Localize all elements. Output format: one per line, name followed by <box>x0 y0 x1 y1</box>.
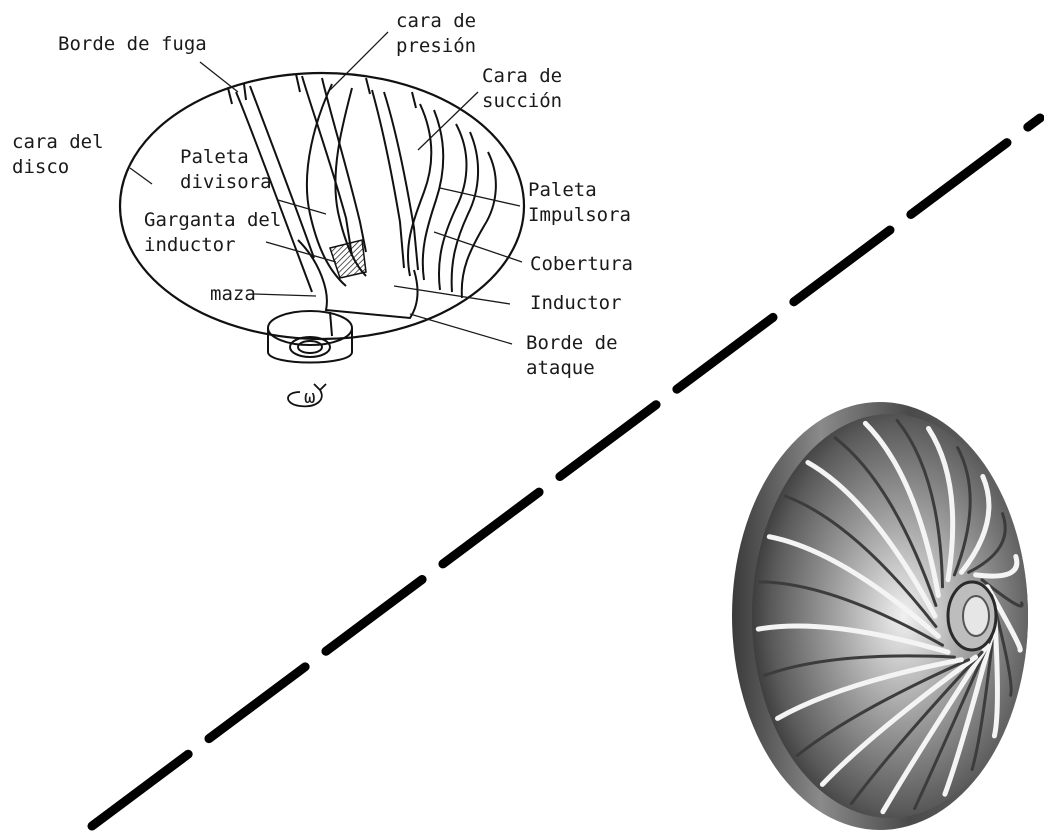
label-paleta-divisora-1: Paleta <box>180 146 249 168</box>
leader-cara-disco <box>130 168 152 184</box>
rotation-arrow-icon: ω <box>288 384 326 408</box>
inductor-throat-hatch <box>330 240 366 278</box>
leader-cara-presion <box>330 32 388 90</box>
label-borde-de-ataque-2: ataque <box>526 357 595 379</box>
leader-borde-ataque <box>410 314 512 344</box>
label-cobertura: Cobertura <box>530 253 633 275</box>
label-garganta-del-inductor-1: Garganta del <box>144 209 281 231</box>
label-paleta-impulsora-1: Paleta <box>528 179 597 201</box>
impeller-photo <box>732 402 1028 830</box>
label-paleta-divisora-2: divisora <box>180 171 272 193</box>
blade-2 <box>302 76 366 256</box>
label-cara-de-presion-1: cara de <box>396 10 476 32</box>
label-garganta-del-inductor-2: inductor <box>144 234 236 256</box>
leader-paleta-impulsora <box>440 188 520 206</box>
leader-borde-fuga <box>200 62 238 92</box>
label-borde-de-fuga: Borde de fuga <box>58 33 207 55</box>
leader-maza <box>254 294 316 296</box>
label-inductor: Inductor <box>530 292 622 314</box>
label-cara-de-succion-2: succión <box>482 90 562 112</box>
label-cara-del-disco-1: cara del <box>12 131 104 153</box>
labels: Borde de fuga cara de presión Cara de su… <box>12 10 633 379</box>
label-cara-de-presion-2: presión <box>396 35 476 57</box>
label-paleta-impulsora-2: Impulsora <box>528 204 631 226</box>
label-borde-de-ataque-1: Borde de <box>526 332 618 354</box>
impeller-diagram: ω Borde de fuga cara de presión Cara de … <box>12 10 633 408</box>
label-cara-de-succion-1: Cara de <box>482 65 562 87</box>
leader-paleta-divisora <box>278 200 326 214</box>
label-maza: maza <box>210 283 256 305</box>
leader-garganta <box>266 242 336 262</box>
blade-5 <box>439 124 478 292</box>
disc-outline <box>120 73 524 339</box>
label-cara-del-disco-2: disco <box>12 156 69 178</box>
blade-3 <box>372 90 418 270</box>
omega-label: ω <box>304 386 315 408</box>
